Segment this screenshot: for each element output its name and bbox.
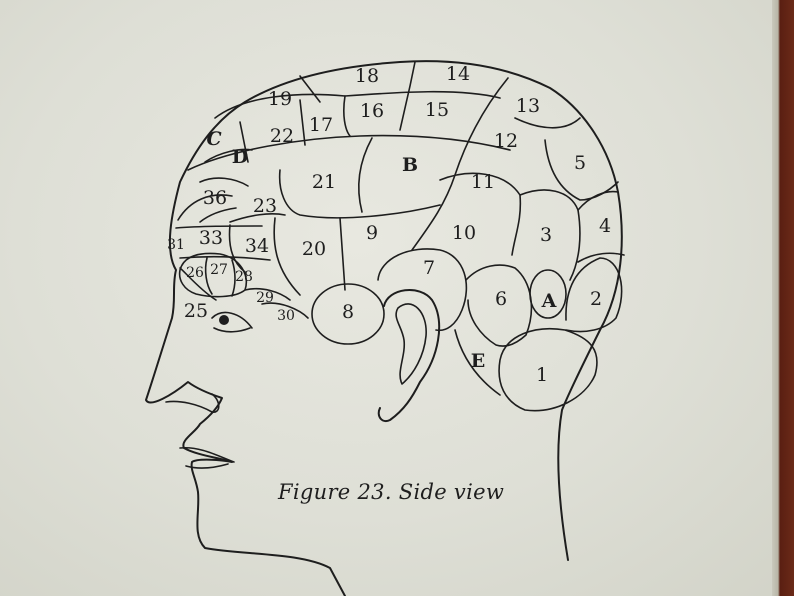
region-23-label: 23: [253, 195, 277, 217]
region-6-label: 6: [495, 288, 507, 310]
region-8-shape: [311, 283, 385, 345]
book-cover-edge: [772, 0, 794, 596]
region-34-label: 34: [245, 235, 269, 257]
head-outline: [145, 60, 623, 596]
nostril-line: [165, 393, 220, 413]
region-31-label: 31: [167, 237, 185, 253]
region-29-label: 29: [256, 290, 274, 306]
ear-inner: [395, 303, 427, 385]
region-5-label: 5: [574, 152, 586, 174]
eye-line: [211, 311, 253, 329]
region-A-label: A: [541, 290, 557, 312]
upper-lip-line: [179, 446, 235, 463]
eye-pupil: [219, 315, 229, 325]
region-10-label: 10: [452, 222, 476, 244]
region-7-label: 7: [423, 257, 435, 279]
region-36-label: 36: [203, 187, 227, 209]
region-B-label: B: [402, 154, 418, 176]
region-C-label: C: [206, 128, 221, 150]
region-26-label: 26: [186, 265, 204, 281]
eye-lid: [213, 327, 251, 333]
lower-lip-line: [185, 463, 229, 469]
region-13-label: 13: [516, 95, 540, 117]
region-16-label: 16: [360, 100, 384, 122]
region-18-label: 18: [355, 65, 379, 87]
region-2-label: 2: [590, 288, 602, 310]
region-33-label: 33: [199, 227, 223, 249]
region-E-shape: [454, 329, 501, 396]
region-3-label: 3: [540, 224, 552, 246]
region-A-shape: [529, 269, 567, 319]
region-6-shape: [465, 264, 533, 347]
region-27-label: 27: [210, 262, 228, 278]
region-11-label: 11: [471, 171, 495, 193]
region-1-shape: [498, 328, 598, 412]
region-14-label: 14: [446, 63, 470, 85]
region-9-label: 9: [366, 222, 378, 244]
ear-outline: [377, 288, 441, 422]
region-20-label: 20: [302, 238, 326, 260]
region-7-shape: [377, 248, 468, 332]
region-8-label: 8: [342, 301, 354, 323]
figure-caption: Figure 23. Side view: [278, 480, 505, 504]
region-21-label: 21: [312, 171, 336, 193]
region-E-label: E: [471, 350, 485, 372]
region-1-label: 1: [536, 364, 548, 386]
region-22-label: 22: [270, 125, 294, 147]
region-17-label: 17: [309, 114, 333, 136]
region-12-label: 12: [494, 130, 518, 152]
region-19-label: 19: [268, 88, 292, 110]
region-4-label: 4: [599, 215, 611, 237]
region-28-label: 28: [235, 269, 253, 285]
region-boundaries: [175, 61, 625, 319]
region-2-shape: [565, 257, 623, 333]
region-25-label: 25: [184, 300, 208, 322]
region-30-label: 30: [277, 308, 295, 324]
region-D-label: D: [232, 146, 248, 168]
region-15-label: 15: [425, 99, 449, 121]
